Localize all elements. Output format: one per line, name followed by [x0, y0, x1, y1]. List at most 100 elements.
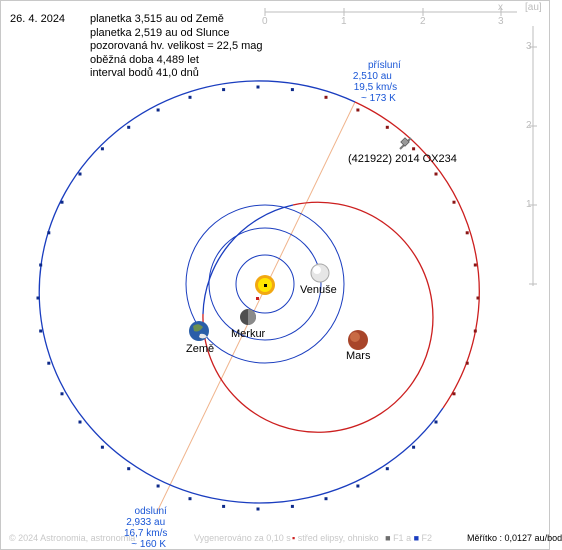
orbit-point — [290, 88, 294, 92]
orbit-point — [156, 108, 160, 112]
orbit-point — [434, 420, 438, 424]
orbit-point — [127, 467, 131, 471]
x-tick-label-2: 2 — [420, 16, 426, 27]
perihelion-speed: 19,5 km/s — [353, 82, 398, 93]
date-label: 26. 4. 2024 — [10, 13, 66, 25]
info-orbital-period: oběžná doba 4,489 let — [90, 53, 199, 66]
orbit-point — [36, 296, 40, 300]
asteroid-info-panel: planetka 3,515 au od Země planetka 2,519… — [90, 13, 263, 81]
orbit-point — [60, 392, 64, 396]
orbit-point — [476, 296, 480, 300]
earth-orbit — [185, 204, 345, 364]
sun[interactable] — [255, 275, 275, 295]
perihelion-title: přísluní — [368, 60, 401, 71]
orbit-point — [465, 231, 469, 235]
asteroid-orbit-north — [354, 101, 480, 409]
x-axis-label: x — [498, 2, 503, 13]
orbit-point — [127, 125, 131, 129]
orbit-point — [39, 329, 43, 333]
ellipse-center-legend: střed elipsy, ohnisko — [297, 533, 379, 543]
orbit-point — [188, 95, 192, 99]
info-magnitude: pozorovaná hv. velikost = 22,5 mag — [90, 40, 263, 52]
ellipse-center-marker — [256, 297, 259, 300]
asteroid-name: (421922) 2014 OX234 — [348, 153, 457, 165]
info-earth-distance: planetka 3,515 au od Země — [90, 13, 224, 25]
aphelion-temperature: ~ 160 K — [131, 539, 167, 550]
orbit-point — [222, 504, 226, 508]
orbit-point — [385, 467, 389, 471]
f2-icon: ■ — [413, 533, 420, 543]
orbit-point — [473, 263, 477, 267]
x-tick-label-3: 3 — [498, 16, 504, 27]
f2-legend: F2 — [421, 533, 433, 543]
solar-system-view — [36, 8, 537, 513]
mercury-label: Merkur — [231, 328, 266, 340]
footer-copyright: © 2024 Astronomia, astronomia — [9, 533, 136, 543]
orbit-point — [60, 200, 64, 204]
aphelion-distance: 2,933 au — [126, 517, 166, 528]
orbit-point — [434, 172, 438, 176]
foci-icon: ■ — [385, 533, 391, 543]
mars-label: Mars — [346, 350, 371, 362]
orbit-point — [100, 147, 104, 151]
orbit-point — [47, 231, 51, 235]
orbit-point — [324, 497, 328, 501]
earth[interactable] — [189, 321, 209, 341]
orbit-point — [78, 172, 82, 176]
mercury-orbit — [235, 254, 295, 314]
orbit-point — [256, 507, 260, 511]
info-sun-distance: planetka 2,519 au od Slunce — [90, 26, 230, 39]
y-tick-label-3: 3 — [526, 41, 532, 52]
orbit-point — [100, 445, 104, 449]
y-tick-label-2: 2 — [526, 120, 532, 131]
venus[interactable] — [310, 263, 330, 283]
orbit-point — [188, 497, 192, 501]
x-tick-label-0: 0 — [262, 16, 268, 27]
asteroid-orbit-south — [38, 80, 444, 504]
orbit-point — [412, 147, 416, 151]
view-frame — [0, 0, 550, 550]
info-point-interval: interval bodů 41,0 dnů — [90, 67, 199, 79]
scale-readout: Měřítko : 0,0127 au/bod — [467, 533, 562, 543]
orbit-point — [356, 484, 360, 488]
orbit-point — [39, 263, 43, 267]
orbit-point — [465, 361, 469, 365]
unit-label: [au] — [525, 2, 542, 13]
orbit-point — [290, 504, 294, 508]
mars-orbit-south — [202, 204, 294, 315]
mars[interactable] — [348, 330, 368, 350]
scale-value: 0,0127 au/bod — [504, 533, 562, 543]
aphelion-label: odsluní 2,933 au 16,7 km/s ~ 160 K — [124, 506, 167, 550]
mercury[interactable] — [240, 309, 256, 325]
perihelion-label: přísluní 2,510 au 19,5 km/s ~ 173 K — [344, 60, 401, 104]
orbit-point — [452, 392, 456, 396]
orbit-point — [256, 85, 260, 89]
aphelion-speed: 16,7 km/s — [124, 528, 168, 539]
footer-generated: Vygenerováno za 0,10 s — [194, 533, 291, 543]
orbit-point — [47, 361, 51, 365]
earth-label: Země — [186, 343, 215, 355]
x-tick-label-1: 1 — [341, 16, 347, 27]
axes — [264, 8, 537, 286]
orbit-point — [385, 125, 389, 129]
orbit-point — [156, 484, 160, 488]
f1-legend: F1 a — [393, 533, 412, 543]
orbit-point — [412, 445, 416, 449]
apsis-line — [156, 101, 356, 513]
orbit-point — [356, 108, 360, 112]
asteroid-marker[interactable] — [399, 137, 412, 150]
orbit-point — [473, 329, 477, 333]
y-tick-label-1: 1 — [526, 199, 532, 210]
ellipse-center-icon: ▪ — [292, 533, 296, 543]
scale-label: Měřítko : — [467, 533, 503, 543]
venus-orbit — [208, 227, 322, 341]
venus-label: Venuše — [300, 284, 337, 296]
perihelion-temperature: ~ 173 K — [361, 93, 396, 104]
orbit-point — [324, 95, 328, 99]
perihelion-distance: 2,510 au — [352, 71, 392, 82]
mars-orbit-north — [202, 201, 434, 433]
asteroid-position-points — [36, 85, 480, 511]
orbit-point — [222, 88, 226, 92]
footer-legend: ▪ střed elipsy, ohnisko ■ F1 a ■ F2 — [292, 533, 432, 543]
aphelion-title: odsluní — [134, 506, 167, 517]
